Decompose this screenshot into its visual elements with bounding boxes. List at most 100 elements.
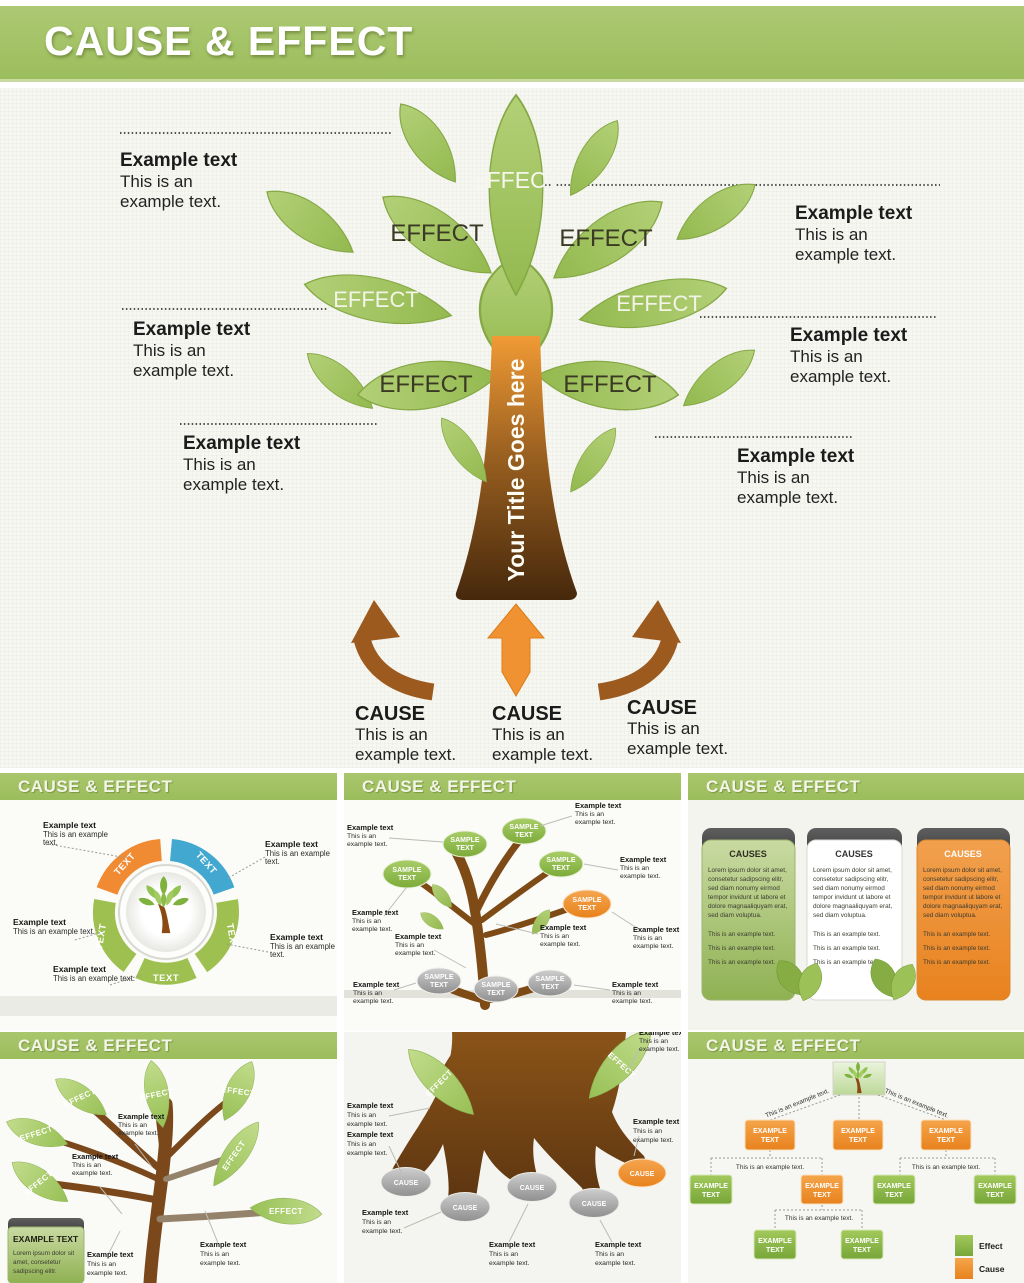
sample-node-orange bbox=[562, 889, 612, 919]
svg-text:SAMPLE: SAMPLE bbox=[572, 897, 602, 904]
svg-text:EXAMPLE: EXAMPLE bbox=[758, 1238, 792, 1245]
legend-cause-swatch bbox=[955, 1258, 973, 1279]
effect-leaf-label: EFFECT bbox=[333, 287, 419, 312]
svg-text:dolore magnaaliquyam erat,: dolore magnaaliquyam erat, bbox=[708, 903, 787, 910]
svg-text:This is an example text.: This is an example text. bbox=[923, 931, 990, 938]
effect-leaves: EFFECT EFFECT bbox=[397, 1032, 662, 1126]
svg-text:This is an: This is an bbox=[633, 935, 662, 942]
svg-text:sed diam nonumy eirmod: sed diam nonumy eirmod bbox=[708, 885, 780, 892]
svg-text:This is an example text.: This is an example text. bbox=[53, 974, 135, 983]
thumbnail-cycle-diagram[interactable]: CAUSE & EFFECT TEXT TEXT TEXT TEXT TEXT bbox=[0, 773, 337, 1030]
cause-box bbox=[744, 1119, 796, 1151]
svg-text:amet, consetetur: amet, consetetur bbox=[13, 1259, 61, 1266]
thumbnail-roots-diagram[interactable]: EFFECT EFFECT CAUSE CAUSE CAUSE CAUSE CA… bbox=[344, 1032, 681, 1283]
trunk-title: Your Title Goes here bbox=[503, 359, 529, 582]
svg-text:Example text: Example text bbox=[347, 823, 394, 832]
svg-text:Example text: Example text bbox=[347, 1130, 394, 1139]
connector-lines bbox=[388, 1047, 641, 1243]
svg-text:This is an example: This is an example bbox=[270, 942, 335, 951]
svg-text:example text.: example text. bbox=[633, 943, 674, 950]
svg-text:This is an: This is an bbox=[347, 1112, 376, 1119]
svg-text:SAMPLE: SAMPLE bbox=[424, 974, 454, 981]
svg-text:CAUSE: CAUSE bbox=[394, 1180, 419, 1187]
svg-text:sed diam voluptua.: sed diam voluptua. bbox=[708, 912, 762, 919]
svg-text:Example text: Example text bbox=[575, 801, 622, 810]
svg-text:TEXT: TEXT bbox=[398, 875, 417, 882]
thumbnail-causes-cards[interactable]: CAUSE & EFFECT CAUSES Lorem ipsum dolor … bbox=[688, 773, 1024, 1030]
svg-text:TEXT: TEXT bbox=[849, 1137, 868, 1144]
svg-text:Example text: Example text bbox=[620, 855, 667, 864]
svg-text:This is an: This is an bbox=[362, 1219, 391, 1226]
svg-text:This is an example text.: This is an example text. bbox=[813, 945, 880, 952]
svg-text:example text.: example text. bbox=[612, 998, 653, 1005]
svg-text:Example text: Example text bbox=[72, 1152, 119, 1161]
svg-text:example text.: example text. bbox=[347, 1150, 388, 1157]
svg-text:This is an: This is an bbox=[620, 865, 649, 872]
svg-text:This is an example: This is an example bbox=[43, 830, 108, 839]
thumbnail-effect-tree[interactable]: CAUSE & EFFECT EFFECT EFFECT EFFECT EFFE… bbox=[0, 1032, 337, 1283]
causes-card-orange: CAUSES Lorem ipsum dolor sit amet,conset… bbox=[916, 828, 1011, 1001]
svg-text:Example text: Example text bbox=[612, 980, 659, 989]
svg-text:This is an: This is an bbox=[347, 1141, 376, 1148]
sample-node-gray bbox=[527, 969, 573, 997]
svg-text:CAUSE: CAUSE bbox=[630, 1171, 655, 1178]
svg-text:SAMPLE: SAMPLE bbox=[535, 976, 565, 983]
cycle-ring: TEXT TEXT TEXT TEXT TEXT bbox=[92, 839, 239, 985]
svg-text:EXAMPLE: EXAMPLE bbox=[929, 1128, 963, 1135]
curved-arrow-right-icon bbox=[597, 636, 679, 701]
svg-text:This is an: This is an bbox=[200, 1251, 229, 1258]
svg-text:TEXT: TEXT bbox=[761, 1137, 780, 1144]
svg-text:consetetur sadipscing elitr,: consetetur sadipscing elitr, bbox=[923, 876, 999, 883]
segment-label: TEXT bbox=[153, 973, 179, 984]
svg-text:dolore magnaaliquyam erat,: dolore magnaaliquyam erat, bbox=[813, 903, 892, 910]
svg-text:This is an example text.: This is an example text. bbox=[708, 945, 775, 952]
causes-card-white: CAUSES Lorem ipsum dolor sit amet,conset… bbox=[806, 828, 903, 1001]
svg-text:TEXT: TEXT bbox=[487, 990, 506, 997]
svg-text:This is an: This is an bbox=[87, 1261, 116, 1268]
svg-text:dolore magnaaliquyam erat,: dolore magnaaliquyam erat, bbox=[923, 903, 1002, 910]
svg-text:This is an: This is an bbox=[72, 1162, 101, 1169]
cause-box bbox=[920, 1119, 972, 1151]
svg-text:example text.: example text. bbox=[575, 819, 616, 826]
svg-text:This is an: This is an bbox=[489, 1251, 518, 1258]
svg-text:example text.: example text. bbox=[395, 950, 436, 957]
svg-text:Example text: Example text bbox=[633, 1117, 680, 1126]
effect-box bbox=[973, 1174, 1017, 1205]
card-title: CAUSES bbox=[835, 849, 873, 859]
connector-lines bbox=[383, 815, 641, 991]
svg-text:Example text: Example text bbox=[53, 964, 106, 974]
svg-text:TEXT: TEXT bbox=[986, 1192, 1005, 1199]
thumbnail-title: CAUSE & EFFECT bbox=[0, 773, 337, 800]
dotted-lines bbox=[120, 132, 940, 438]
svg-text:SAMPLE: SAMPLE bbox=[509, 824, 539, 831]
svg-text:Example text: Example text bbox=[395, 932, 442, 941]
legend-effect-label: Effect bbox=[979, 1241, 1003, 1251]
svg-text:Lorem ipsum dolor sit: Lorem ipsum dolor sit bbox=[13, 1250, 74, 1257]
sample-node-gray bbox=[416, 967, 462, 995]
connector-label: This is an example text. bbox=[785, 1215, 853, 1222]
svg-text:example text.: example text. bbox=[347, 841, 388, 848]
svg-text:This is an: This is an bbox=[352, 918, 381, 925]
svg-text:sed diam voluptua.: sed diam voluptua. bbox=[813, 912, 867, 919]
thumbnail-flowchart[interactable]: CAUSE & EFFECT This is an example text. … bbox=[688, 1032, 1024, 1283]
roots-graphic: EFFECT EFFECT CAUSE CAUSE CAUSE CAUSE CA… bbox=[344, 1032, 681, 1283]
svg-text:This is an: This is an bbox=[639, 1038, 668, 1045]
